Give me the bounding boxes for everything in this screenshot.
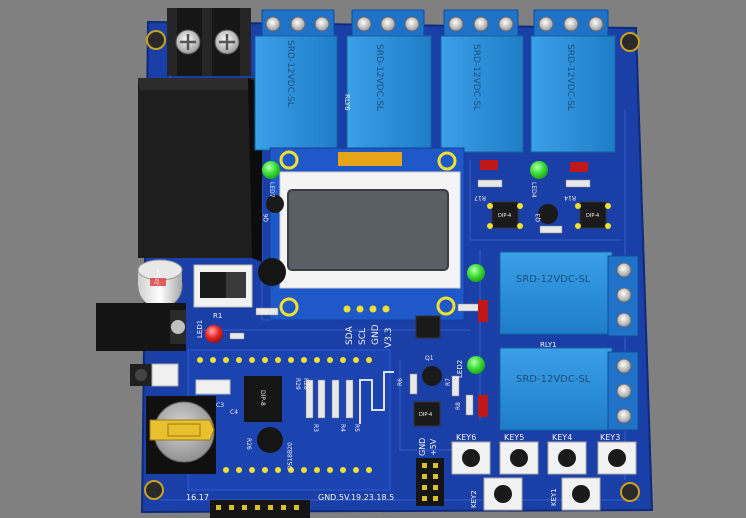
led-green-2 <box>530 161 548 179</box>
q3-label: Q3 <box>535 213 542 222</box>
plus5v-label: +5V <box>429 438 438 456</box>
bottom-pins-left-label: 16.17 <box>186 493 209 502</box>
screw-terminal-block <box>167 8 251 76</box>
r28-label: R28 <box>302 378 309 390</box>
rly6-label: RLY6 <box>343 94 351 111</box>
battery-holder <box>146 396 216 474</box>
relay-1-label: SRD-12VDC-SL <box>285 40 295 107</box>
led4-label: LED4 <box>530 182 537 198</box>
key5-label: KEY5 <box>504 433 524 442</box>
relay-terminal-blocks <box>261 9 609 39</box>
gnd-label: GND <box>418 438 427 456</box>
r8-label: R8 <box>455 402 462 410</box>
r29-label: R29 <box>294 378 301 390</box>
silkscreen-labels: LED1 LED2 LED7 LED4 R1 R22 R6 R7 R8 Q1 Q… <box>196 182 576 410</box>
relay-6 <box>499 347 613 431</box>
bottom-pin-header: 16.17 GND.5V.19.23.18.5 <box>186 493 394 518</box>
relay-right-column: SRD-12VDC-SL SRD-12VDC-SL RLY1 <box>499 251 639 431</box>
leds <box>205 161 548 374</box>
relay-4 <box>530 35 616 153</box>
relay-4-label: SRD-12VDC-SL <box>565 44 575 111</box>
key6-button <box>451 441 491 475</box>
key2-label: KEY2 <box>470 490 478 508</box>
c3-label: C3 <box>216 402 224 409</box>
dip4-label-b: DIP-4 <box>586 213 599 219</box>
relay-2 <box>346 35 432 155</box>
mcu-socket: DIP-8 DS18B20 C3 C4 R29 R28 R3 R4 R5 R26 <box>187 349 394 491</box>
oled-pin-scl: SCL <box>358 328 368 345</box>
r7-label: R7 <box>445 378 452 386</box>
r22-label: R22 <box>260 308 274 316</box>
led7-label: LED7 <box>268 182 275 198</box>
relay-5 <box>499 251 613 335</box>
r26-label: R26 <box>245 438 252 450</box>
led2-label: LED2 <box>456 360 464 378</box>
r14-label: R14 <box>564 194 576 201</box>
r1-label: R1 <box>213 312 222 320</box>
capacitor-label: 220uF <box>154 269 163 286</box>
dip4-label-a: DIP-4 <box>498 213 511 219</box>
key5-button <box>499 441 539 475</box>
r5-label: R5 <box>353 424 360 432</box>
q1-label: Q1 <box>425 355 434 362</box>
led-green-4 <box>467 356 485 374</box>
key3-button <box>597 441 637 475</box>
dip8-label: DIP-8 <box>259 390 266 406</box>
r6-label: R6 <box>397 378 404 386</box>
r4-label: R4 <box>339 424 346 432</box>
led-red-1 <box>205 325 223 343</box>
ds18b20-label: DS18B20 <box>287 442 294 470</box>
led-green-3 <box>467 264 485 282</box>
relay-6-label: SRD-12VDC-SL <box>516 374 591 385</box>
relay-2-label: SRD-12VDC-SL <box>374 44 384 111</box>
bottom-pins-right-label: GND.5V.19.23.18.5 <box>318 493 394 502</box>
led1-label: LED1 <box>196 320 204 338</box>
r17-label: R17 <box>474 194 486 201</box>
oled-pin-gnd: GND <box>371 324 381 345</box>
power-module <box>138 78 262 262</box>
led-green-1 <box>262 161 280 179</box>
power-switch <box>193 264 253 308</box>
oled-pin-sda: SDA <box>345 326 355 345</box>
oled-display: SDA SCL GND V3.3 <box>269 147 465 348</box>
key3-label: KEY3 <box>600 433 620 442</box>
key6-label: KEY6 <box>456 433 476 442</box>
r3-label: R3 <box>312 424 319 432</box>
key1-button <box>561 477 601 511</box>
power-pin-header: GND +5V <box>416 438 444 506</box>
dc-power-jack <box>96 303 186 351</box>
key4-label: KEY4 <box>552 433 572 442</box>
key4-button <box>547 441 587 475</box>
rly1-label: RLY1 <box>540 341 557 349</box>
oled-pin-v33: V3.3 <box>384 328 394 348</box>
key2-button <box>483 477 523 511</box>
ir-receiver <box>130 363 179 387</box>
key1-label: KEY1 <box>550 488 558 506</box>
relay-3-label: SRD-12VDC-SL <box>471 44 481 111</box>
electrolytic-capacitor: 220uF <box>137 259 183 309</box>
relay-top-row: SRD-12VDC-SL SRD-12VDC-SL SRD-12VDC-SL S… <box>254 9 616 155</box>
relay-5-label: SRD-12VDC-SL <box>516 274 591 285</box>
q6-label: Q6 <box>263 213 270 222</box>
smd-components: DIP-4 DIP-4 DIP-4 <box>229 160 611 427</box>
mounting-holes <box>144 30 640 502</box>
push-buttons: KEY6 KEY5 KEY4 KEY3 KEY2 KEY1 <box>451 433 637 511</box>
dip4-label-c: DIP-4 <box>419 412 432 418</box>
relay-3 <box>440 35 524 153</box>
c4-label: C4 <box>230 409 238 416</box>
relay-1 <box>254 35 338 151</box>
